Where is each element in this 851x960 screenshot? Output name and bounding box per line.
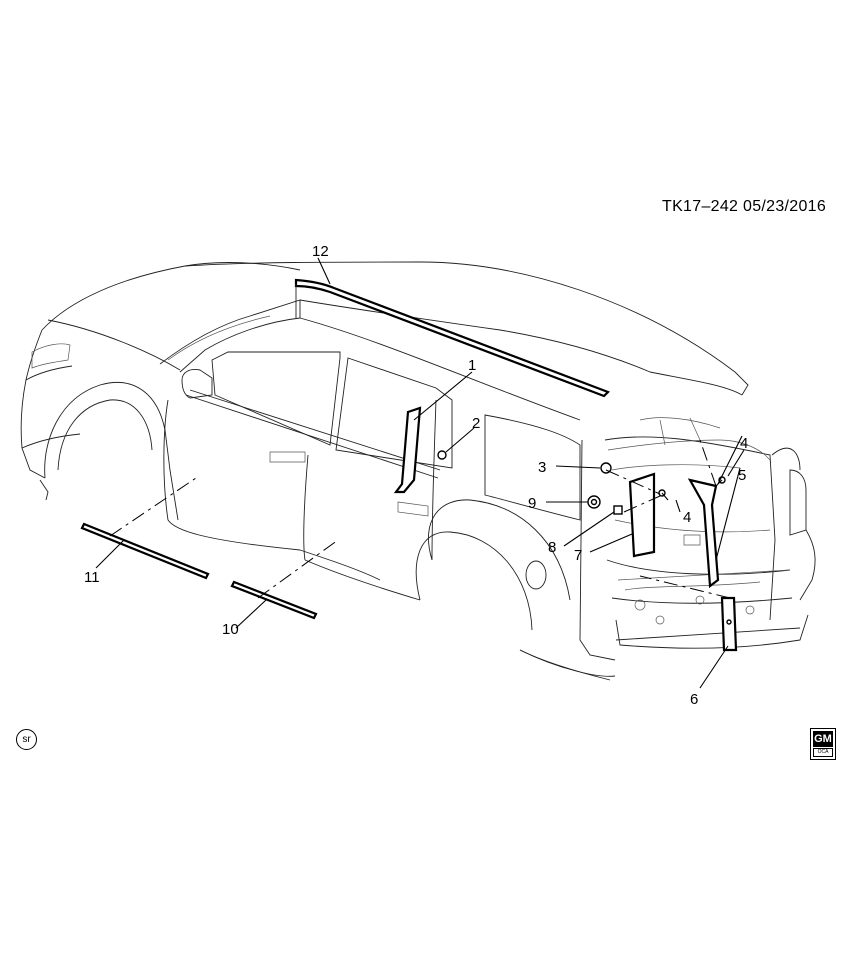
part-6-sill-plate xyxy=(720,596,738,652)
callout-4b: 4 xyxy=(683,509,691,526)
gm-logo-subtext: OCA xyxy=(813,748,833,757)
callout-6: 6 xyxy=(690,691,698,708)
callout-11: 11 xyxy=(84,569,100,586)
callout-1: 1 xyxy=(468,357,476,374)
part-8-retainer xyxy=(613,505,623,515)
callout-7: 7 xyxy=(574,547,582,564)
part-3-fastener xyxy=(600,462,612,474)
drawing-code: TK17–242 xyxy=(662,198,739,215)
callout-2: 2 xyxy=(472,415,480,432)
part-7-quarter-trim-panel xyxy=(628,472,656,558)
callout-10: 10 xyxy=(222,621,239,638)
leader-lines xyxy=(95,257,745,689)
part-2-clip xyxy=(437,450,447,460)
vehicle-outline xyxy=(20,261,816,681)
callout-9: 9 xyxy=(528,495,536,512)
part-10-rocker-molding xyxy=(230,580,318,620)
part-1-pillar-applique xyxy=(393,406,422,494)
drawing-date: 05/23/2016 xyxy=(743,198,827,215)
drawing-reference: TK17–242 05/23/2016 xyxy=(662,198,826,216)
part-9-grommet xyxy=(587,495,601,509)
callout-5: 5 xyxy=(738,467,746,484)
part-12-roof-molding xyxy=(294,278,610,398)
gm-logo-text: GM xyxy=(813,731,833,747)
callout-8: 8 xyxy=(548,539,556,556)
part-5-pillar-trim xyxy=(687,478,720,589)
callout-12: 12 xyxy=(312,243,329,260)
gm-logo: GM OCA xyxy=(810,728,836,760)
sr-badge: sr xyxy=(16,729,37,750)
callout-3: 3 xyxy=(538,459,546,476)
part-11-rocker-molding xyxy=(80,522,210,580)
callout-4a: 4 xyxy=(740,435,748,452)
part-4-screw xyxy=(658,476,726,501)
callout-labels: 12 1 2 4 3 5 9 4 8 7 11 10 6 xyxy=(84,243,748,708)
